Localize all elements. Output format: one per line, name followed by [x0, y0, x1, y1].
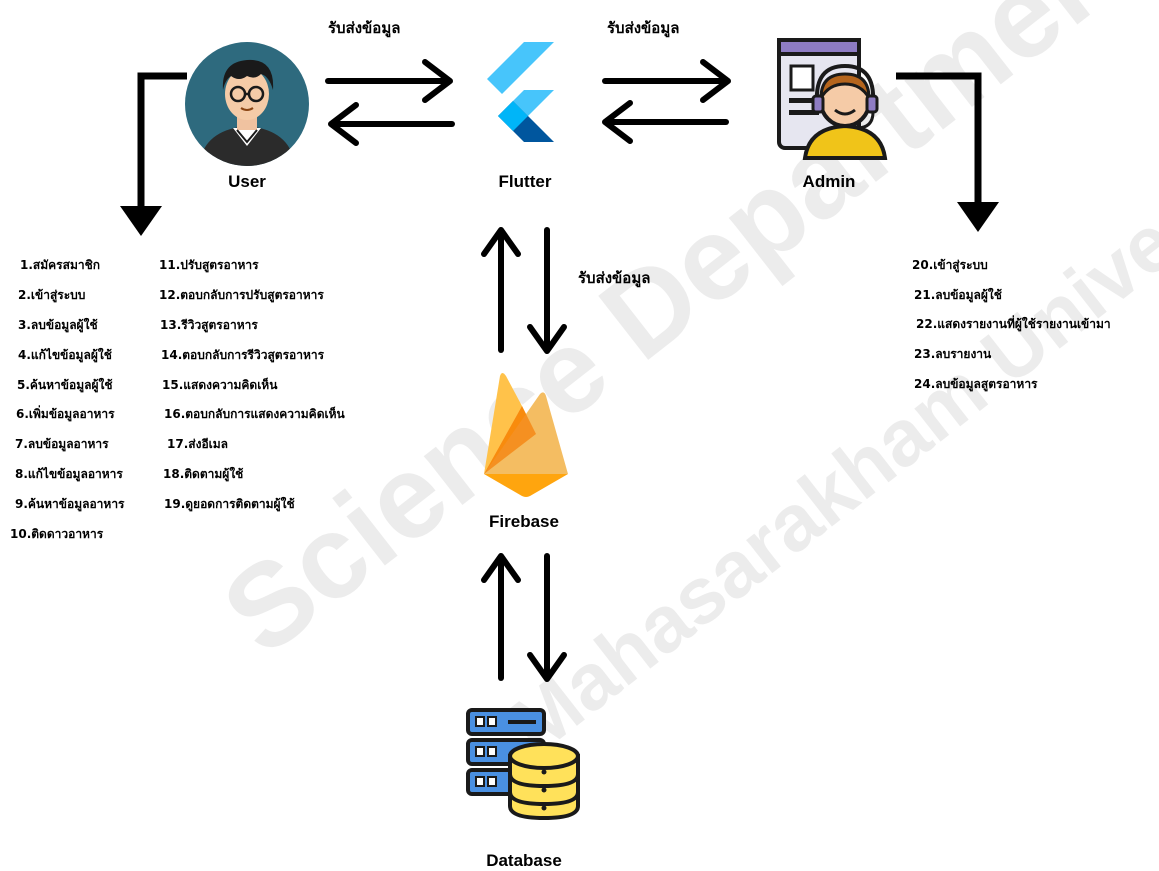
- feature-item: 11.ปรับสูตรอาหาร: [159, 258, 259, 272]
- flutter-logo-icon: [487, 42, 554, 142]
- feature-item: 13.รีวิวสูตรอาหาร: [160, 318, 258, 332]
- edge-label-flutter-firebase: รับส่งข้อมูล: [578, 269, 651, 287]
- feature-item: 1.สมัครสมาชิก: [20, 258, 100, 272]
- feature-item: 22.แสดงรายงานที่ผู้ใช้รายงานเข้ามา: [916, 317, 1111, 331]
- flutter-admin-arrows: [602, 59, 731, 144]
- user-flutter-arrows: [325, 59, 455, 146]
- user-features-arrow: [120, 72, 187, 236]
- feature-item: 7.ลบข้อมูลอาหาร: [15, 437, 109, 451]
- admin-features-arrow: [896, 72, 999, 232]
- feature-item: 17.ส่งอีเมล: [167, 437, 229, 451]
- feature-item: 8.แก้ไขข้อมูลอาหาร: [15, 467, 123, 481]
- admin-label: Admin: [802, 172, 856, 191]
- firebase-logo-icon: [484, 373, 568, 497]
- edge-label-flutter-admin: รับส่งข้อมูล: [607, 19, 680, 37]
- admin-support-icon: [777, 38, 888, 160]
- firebase-database-arrows: [481, 553, 567, 682]
- firebase-label: Firebase: [489, 512, 559, 531]
- database-label: Database: [486, 851, 562, 870]
- user-label: User: [228, 172, 266, 191]
- feature-item: 16.ตอบกลับการแสดงความคิดเห็น: [164, 407, 345, 421]
- feature-item: 15.แสดงความคิดเห็น: [162, 378, 278, 392]
- edge-label-user-flutter: รับส่งข้อมูล: [328, 19, 401, 37]
- flutter-firebase-arrows: [481, 227, 567, 354]
- flutter-label: Flutter: [498, 172, 552, 191]
- feature-item: 24.ลบข้อมูลสูตรอาหาร: [914, 377, 1038, 391]
- feature-item: 20.เข้าสู่ระบบ: [912, 258, 988, 272]
- feature-item: 9.ค้นหาข้อมูลอาหาร: [15, 497, 125, 511]
- feature-item: 14.ตอบกลับการรีวิวสูตรอาหาร: [161, 348, 325, 362]
- feature-item: 18.ติดตามผู้ใช้: [163, 467, 244, 481]
- database-server-icon: [466, 708, 580, 821]
- feature-item: 5.ค้นหาข้อมูลผู้ใช้: [17, 378, 113, 392]
- feature-item: 6.เพิ่มข้อมูลอาหาร: [16, 407, 115, 421]
- feature-item: 23.ลบรายงาน: [914, 347, 992, 361]
- feature-item: 21.ลบข้อมูลผู้ใช้: [914, 288, 1002, 302]
- feature-item: 3.ลบข้อมูลผู้ใช้: [18, 318, 98, 332]
- feature-item: 2.เข้าสู่ระบบ: [18, 288, 86, 302]
- feature-item: 4.แก้ไขข้อมูลผู้ใช้: [18, 348, 112, 362]
- feature-item: 19.ดูยอดการติดตามผู้ใช้: [164, 497, 295, 511]
- feature-item: 10.ติดดาวอาหาร: [10, 527, 104, 541]
- feature-item: 12.ตอบกลับการปรับสูตรอาหาร: [159, 288, 324, 302]
- user-avatar-icon: [185, 42, 309, 166]
